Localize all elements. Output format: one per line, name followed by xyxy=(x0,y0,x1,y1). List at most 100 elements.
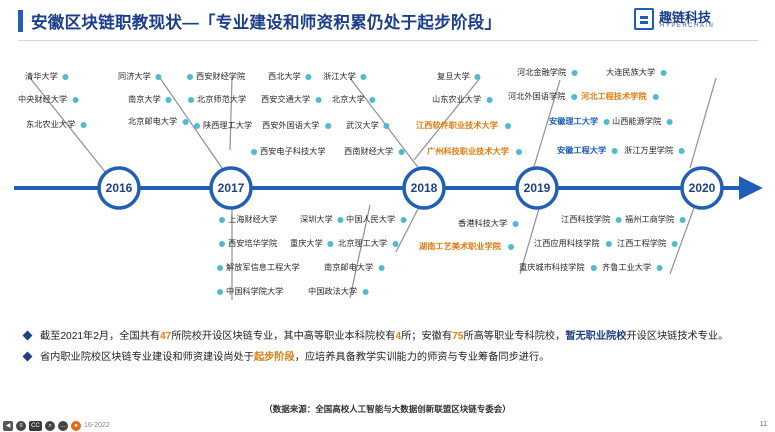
school-dot xyxy=(337,217,344,223)
year-node xyxy=(515,166,559,210)
school-dot xyxy=(678,148,685,154)
count-vocational-undergrad: 4 xyxy=(395,331,402,342)
school-dot xyxy=(611,148,618,154)
school-name: 河北外国语学院 xyxy=(508,92,566,101)
school-name: 西安电子科技大学 xyxy=(260,147,326,156)
school-dot xyxy=(512,221,519,227)
school-dot xyxy=(571,94,578,100)
school-name: 中央财经大学 xyxy=(18,95,68,104)
school-dot xyxy=(219,241,225,247)
school-name: 中国政法大学 xyxy=(308,287,358,296)
prev-icon[interactable]: ◀ xyxy=(3,420,13,431)
school-dot xyxy=(474,74,481,80)
timeline-branch xyxy=(395,204,421,253)
school-name: 北京师范大学 xyxy=(197,95,247,104)
school-name: 南京邮电大学 xyxy=(324,263,374,272)
bullet-text: 省内职业院校区块链专业建设和师资建设尚处于 xyxy=(40,352,254,363)
school-dot xyxy=(666,119,673,125)
school-dot xyxy=(325,123,332,129)
school-name: 大连民族大学 xyxy=(606,68,656,77)
school-name: 西安财经学院 xyxy=(196,72,246,81)
school-dot xyxy=(251,149,257,155)
menu-icon[interactable]: ≡ xyxy=(16,420,26,431)
count-national: 47 xyxy=(160,331,172,342)
bullet-text: 所院校开设区块链专业，其中高等职业本科院校有 xyxy=(171,331,396,342)
school-dot xyxy=(315,97,322,103)
school-dot xyxy=(590,265,597,271)
school-dot xyxy=(362,289,369,295)
school-dot xyxy=(505,123,511,129)
school-name: 武汉大学 xyxy=(346,121,379,130)
school-name: 重庆大学 xyxy=(290,239,323,248)
school-dot xyxy=(62,74,69,80)
captions-button[interactable]: CC xyxy=(29,420,42,431)
school-name: 安徽工程大学 xyxy=(557,146,607,155)
logo-english-name: HYPERCHAIN xyxy=(660,23,715,29)
school-name: 江西工程学院 xyxy=(617,239,667,248)
more-icon[interactable]: … xyxy=(58,420,68,431)
school-name: 同济大学 xyxy=(118,72,151,81)
slide-title: 安徽区块链职教现状—「专业建设和师资积累仍处于起步阶段」 xyxy=(18,6,501,36)
bullet-text: 截至2021年2月，全国共有 xyxy=(40,331,161,342)
school-name: 福州工商学院 xyxy=(625,215,675,224)
year-label: 2020 xyxy=(688,181,716,195)
bullet-text: ，应培养具备教学实训能力的师资与专业筹备同步进行。 xyxy=(294,352,550,363)
school-name: 西安培华学院 xyxy=(228,239,278,248)
logo-chinese-name: 趣链科技 xyxy=(659,10,712,25)
school-dot xyxy=(571,70,578,76)
title-divider xyxy=(18,40,758,41)
zoom-icon[interactable]: ⌕ xyxy=(45,420,55,431)
school-name: 重庆城市科技学院 xyxy=(519,263,585,272)
school-dot xyxy=(516,149,522,155)
record-icon[interactable]: ● xyxy=(71,420,81,431)
data-source-note: （数据来源：全国高校人工智能与大数据创新联盟区块链专委会） xyxy=(264,404,511,414)
school-dot xyxy=(400,217,407,223)
school-name: 江西应用科技学院 xyxy=(534,239,600,248)
school-dot xyxy=(369,97,376,103)
school-name: 浙江大学 xyxy=(323,72,356,81)
school-dot xyxy=(360,74,367,80)
toolbar-date: 16-2022 xyxy=(84,422,110,429)
school-dot xyxy=(327,241,334,247)
school-name: 上海财经大学 xyxy=(228,215,278,224)
school-name: 清华大学 xyxy=(25,72,58,81)
title-text: 安徽区块链职教现状—「专业建设和师资积累仍处于起步阶段」 xyxy=(31,14,502,32)
school-dot xyxy=(615,217,622,223)
school-name: 西南财经大学 xyxy=(344,147,394,156)
school-name: 解放军信息工程大学 xyxy=(226,263,300,272)
year-node xyxy=(402,166,446,210)
school-dot xyxy=(486,97,493,103)
bullet-text: 所；安徽有 xyxy=(401,331,453,342)
school-name: 复旦大学 xyxy=(437,72,470,81)
summary-bullets: 截至2021年2月，全国共有47所院校开设区块链专业，其中高等职业本科院校有4所… xyxy=(22,329,752,371)
count-anhui: 75 xyxy=(452,331,464,342)
school-name: 东北农业大学 xyxy=(26,120,76,129)
brand-logo: 趣链科技 HYPERCHAIN xyxy=(634,8,744,34)
timeline-branch xyxy=(669,204,696,275)
timeline-branch xyxy=(349,204,371,299)
school-name: 江西软件职业技术大学 xyxy=(416,121,498,130)
year-node xyxy=(97,166,141,210)
school-dot xyxy=(392,241,399,247)
timeline-branch xyxy=(413,77,481,161)
school-dot xyxy=(80,122,87,128)
year-node xyxy=(680,166,724,210)
timeline-branch xyxy=(529,79,561,181)
school-dot xyxy=(605,241,612,247)
school-name: 广州科技职业技术大学 xyxy=(427,147,509,156)
school-name: 浙江万里学院 xyxy=(624,146,674,155)
school-dot xyxy=(398,149,405,155)
page-number: 11 xyxy=(759,421,767,428)
school-name: 江西科技学院 xyxy=(561,215,611,224)
school-name: 山西能源学院 xyxy=(612,117,662,126)
presentation-toolbar: ◀ ≡ CC ⌕ … ● 16-2022 xyxy=(0,419,110,432)
school-dot xyxy=(378,265,385,271)
school-dot xyxy=(305,74,312,80)
bullet-text: 所高等职业专科院校， xyxy=(463,331,566,342)
school-name: 西北大学 xyxy=(268,72,301,81)
school-dot xyxy=(383,123,390,129)
school-name: 陕西理工大学 xyxy=(203,121,253,130)
year-node xyxy=(209,166,253,210)
school-name: 湖南工艺美术职业学院 xyxy=(419,242,501,251)
